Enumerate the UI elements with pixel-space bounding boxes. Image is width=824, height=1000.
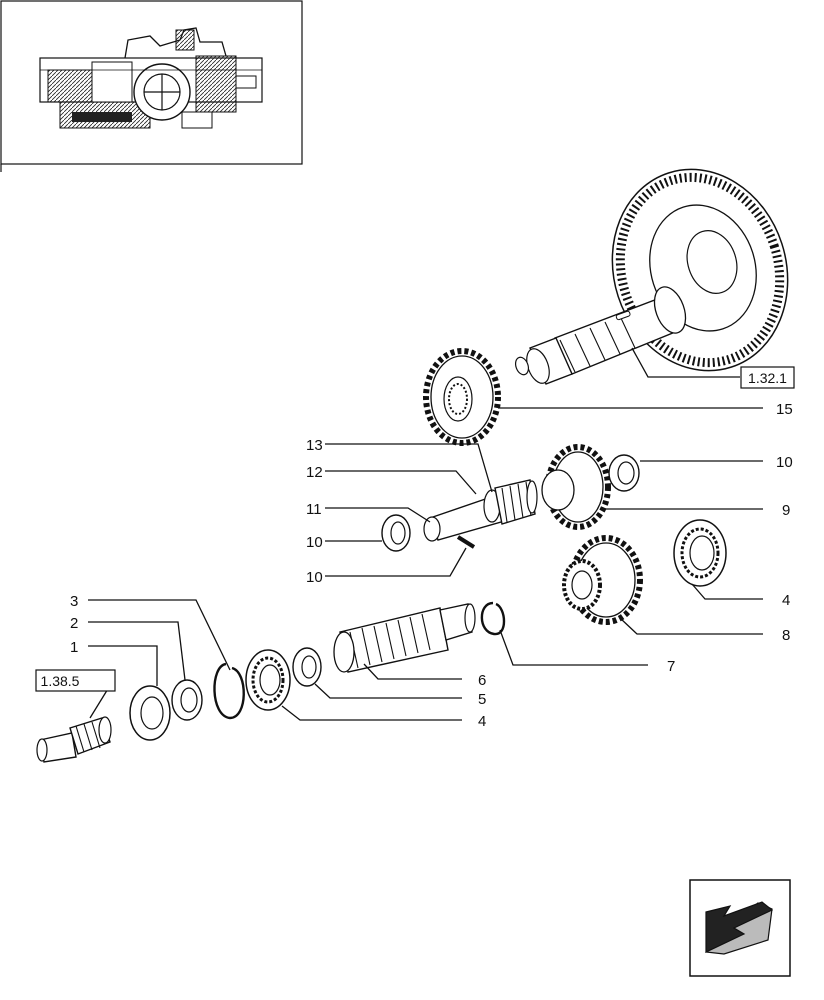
leader-2 <box>88 621 186 681</box>
callout-11: 10 <box>306 569 323 586</box>
leader-13 <box>325 470 477 495</box>
reference-box-1385: 1.38.5 <box>35 669 116 692</box>
leader-8 <box>619 617 763 635</box>
leader-7 <box>499 629 648 666</box>
callout-4-right: 4 <box>782 592 790 609</box>
leader-ref-1321 <box>631 347 740 378</box>
leader-6 <box>363 663 462 680</box>
callout-7: 7 <box>667 658 675 675</box>
callout-8: 8 <box>782 627 790 644</box>
bearing-part-4-right <box>673 519 727 587</box>
callout-14: 13 <box>306 437 323 454</box>
callout-4-left: 4 <box>478 713 486 730</box>
callout-12: 11 <box>306 501 322 518</box>
leader-4-left <box>281 705 462 721</box>
gear-part-8 <box>562 535 643 625</box>
crown-wheel-pinion-assembly <box>514 168 789 385</box>
spacer-part-5 <box>292 647 322 687</box>
callout-10-left: 10 <box>306 534 323 551</box>
pin-part-11 <box>456 535 476 549</box>
callout-5: 5 <box>478 691 486 708</box>
callout-2: 2 <box>70 615 78 632</box>
reference-label-1385: 1.38.5 <box>41 673 80 689</box>
gear-part-9 <box>541 444 611 530</box>
inset-overview <box>0 0 303 172</box>
callout-13: 12 <box>306 464 323 481</box>
callout-1: 1 <box>70 639 78 656</box>
circlip-part-7 <box>480 601 506 636</box>
leader-3 <box>88 599 231 671</box>
shaft-assembly-12-14 <box>423 479 538 542</box>
reference-box-1321: 1.32.1 <box>740 366 795 389</box>
callout-10-right: 10 <box>776 454 793 471</box>
input-shaft-assembly <box>36 716 112 763</box>
leader-11 <box>325 547 467 577</box>
bearing-part-4-left <box>245 649 291 711</box>
bearing-part-1 <box>129 685 171 741</box>
shaft-part-6 <box>333 603 476 673</box>
callout-6: 6 <box>478 672 486 689</box>
ring-part-2 <box>171 679 203 721</box>
leader-lines <box>88 347 763 721</box>
callout-15: 15 <box>776 401 793 418</box>
leader-1 <box>88 645 158 686</box>
circlip-part-3 <box>213 662 245 720</box>
gear-part-15 <box>423 348 501 446</box>
navigation-arrow-icon[interactable] <box>689 879 791 977</box>
leader-4-right <box>691 583 763 600</box>
leader-12 <box>325 507 431 523</box>
washer-part-10-right <box>608 454 640 492</box>
callout-labels: 15 13 12 11 10 10 10 9 4 8 7 6 5 4 3 2 1 <box>70 401 793 730</box>
inset-transmission-illustration <box>39 27 263 129</box>
leader-14 <box>325 443 493 493</box>
leader-5 <box>314 683 462 699</box>
callout-9: 9 <box>782 502 790 519</box>
washer-part-10-left <box>381 514 411 552</box>
reference-label-1321: 1.32.1 <box>748 370 787 386</box>
callout-3: 3 <box>70 593 78 610</box>
